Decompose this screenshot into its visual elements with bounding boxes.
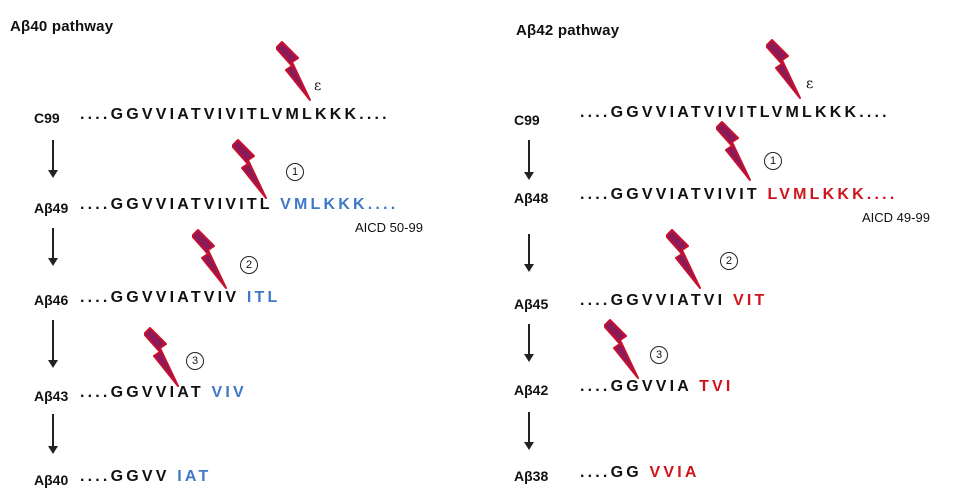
down-arrow-icon (48, 228, 58, 266)
right-row-label: C99 (514, 112, 540, 128)
lightning-bolt-icon (604, 319, 639, 379)
right-sequence-ab42: ....GGVVIA TVI (580, 378, 734, 396)
left-sequence-c99: ....GGVVIATVIVITLVMLKKK.... (80, 106, 390, 124)
left-sequence-ab49: ....GGVVIATVIVITL VMLKKK.... (80, 196, 398, 214)
sequence-black: ....GGVVIATVIV (80, 289, 247, 306)
left-sequence-ab46: ....GGVVIATVIV ITL (80, 289, 280, 307)
lightning-bolt-icon (716, 121, 751, 181)
left-row-label: Aβ43 (34, 388, 69, 404)
sequence-black: ....GG (580, 464, 650, 481)
lightning-bolt-icon (666, 229, 701, 289)
left-row-label: C99 (34, 110, 60, 126)
sequence-cleaved: VMLKKK.... (280, 196, 399, 213)
right-sequence-ab48: ....GGVVIATVIVIT LVMLKKK.... (580, 186, 897, 204)
sequence-cleaved: IAT (177, 468, 212, 485)
step-number-badge: 1 (764, 152, 782, 170)
right-sequence-ab45: ....GGVVIATVI VIT (580, 292, 767, 310)
left-row-label: Aβ49 (34, 200, 69, 216)
down-arrow-icon (48, 414, 58, 454)
lightning-bolt-icon (232, 139, 267, 199)
right-aicd-label: AICD 49-99 (862, 210, 930, 225)
sequence-cleaved: TVI (699, 378, 734, 395)
sequence-cleaved: VVIA (649, 464, 700, 481)
down-arrow-icon (48, 320, 58, 368)
right-pathway-title: Aβ42 pathway (516, 22, 620, 39)
step-number-badge: 2 (720, 252, 738, 270)
step-number-badge: 2 (240, 256, 258, 274)
sequence-black: ....GGVVIATVIVIT (580, 186, 768, 203)
epsilon-cleavage-label: ε (314, 78, 322, 94)
sequence-black: ....GGVVIATVIVITLVMLKKK.... (80, 106, 390, 123)
down-arrow-icon (524, 234, 534, 272)
left-pathway-title: Aβ40 pathway (10, 18, 114, 35)
left-aicd-label: AICD 50-99 (355, 220, 423, 235)
lightning-bolt-icon (192, 229, 227, 289)
down-arrow-icon (524, 140, 534, 180)
sequence-cleaved: ITL (246, 289, 281, 306)
step-number-badge: 3 (186, 352, 204, 370)
lightning-bolt-icon (276, 41, 311, 101)
sequence-black: ....GGVV (80, 468, 178, 485)
sequence-black: ....GGVVIATVI (580, 292, 733, 309)
sequence-black: ....GGVVIATVIVITL (80, 196, 281, 213)
lightning-bolt-icon (766, 39, 801, 99)
step-number-badge: 1 (286, 163, 304, 181)
right-row-label: Aβ48 (514, 190, 549, 206)
right-row-label: Aβ45 (514, 296, 549, 312)
right-sequence-c99: ....GGVVIATVIVITLVMLKKK.... (580, 104, 890, 122)
step-number-badge: 3 (650, 346, 668, 364)
down-arrow-icon (524, 324, 534, 362)
down-arrow-icon (524, 412, 534, 450)
sequence-black: ....GGVVIATVIVITLVMLKKK.... (580, 104, 890, 121)
sequence-cleaved: VIV (211, 384, 247, 401)
right-sequence-ab38: ....GG VVIA (580, 464, 700, 482)
left-sequence-ab43: ....GGVVIAT VIV (80, 384, 247, 402)
sequence-cleaved: VIT (732, 292, 768, 309)
down-arrow-icon (48, 140, 58, 178)
epsilon-cleavage-label: ε (806, 76, 814, 92)
right-row-label: Aβ38 (514, 468, 549, 484)
sequence-cleaved: LVMLKKK.... (767, 186, 898, 203)
left-row-label: Aβ46 (34, 292, 69, 308)
lightning-bolt-icon (144, 327, 179, 387)
left-row-label: Aβ40 (34, 472, 69, 488)
sequence-black: ....GGVVIA (580, 378, 700, 395)
left-sequence-ab40: ....GGVV IAT (80, 468, 211, 486)
right-row-label: Aβ42 (514, 382, 549, 398)
sequence-black: ....GGVVIAT (80, 384, 212, 401)
